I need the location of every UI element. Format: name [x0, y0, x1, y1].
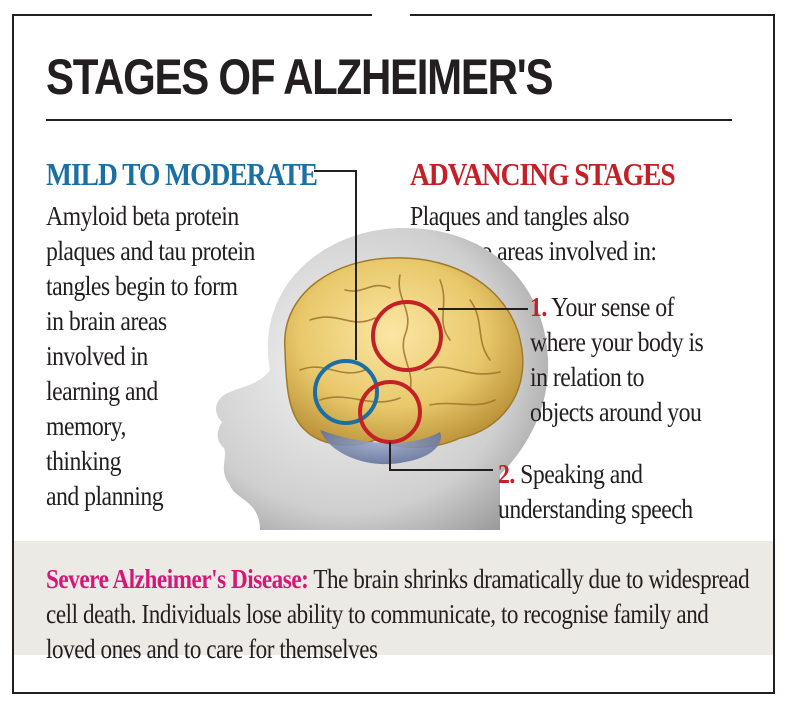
- top-rule-right: [410, 14, 775, 16]
- severe-stage-description: The brain shrinks dramatically due to wi…: [46, 564, 750, 664]
- page-title: STAGES OF ALZHEIMER'S: [46, 49, 553, 105]
- title-divider: [46, 119, 732, 121]
- item-1-text: Your sense of where your body is in rela…: [530, 292, 704, 427]
- advancing-item-2: 2. Speaking and understanding speech: [498, 457, 762, 527]
- region-2-leader-line: [389, 442, 493, 471]
- severe-stage-text: Severe Alzheimer's Disease: The brain sh…: [46, 562, 756, 667]
- mild-leader-line: [314, 170, 357, 360]
- region-1-circle: [371, 300, 443, 372]
- brain-illustration: [216, 227, 549, 530]
- mild-region-circle: [313, 359, 379, 425]
- item-2-number: 2.: [498, 459, 515, 489]
- advancing-stage-heading: ADVANCING STAGES: [410, 156, 676, 192]
- top-rule-left: [12, 14, 372, 16]
- mild-stage-heading: MILD TO MODERATE: [46, 156, 318, 192]
- item-2-text: Speaking and understanding speech: [498, 459, 693, 524]
- mild-stage-text: Amyloid beta protein plaques and tau pro…: [46, 201, 255, 511]
- severe-stage-panel: [14, 541, 773, 655]
- infographic-frame: [12, 14, 775, 694]
- advancing-item-1: 1. Your sense of where your body is in r…: [530, 290, 789, 430]
- brain-shape: [284, 257, 524, 465]
- item-1-number: 1.: [530, 292, 547, 322]
- severe-stage-label: Severe Alzheimer's Disease:: [46, 564, 309, 594]
